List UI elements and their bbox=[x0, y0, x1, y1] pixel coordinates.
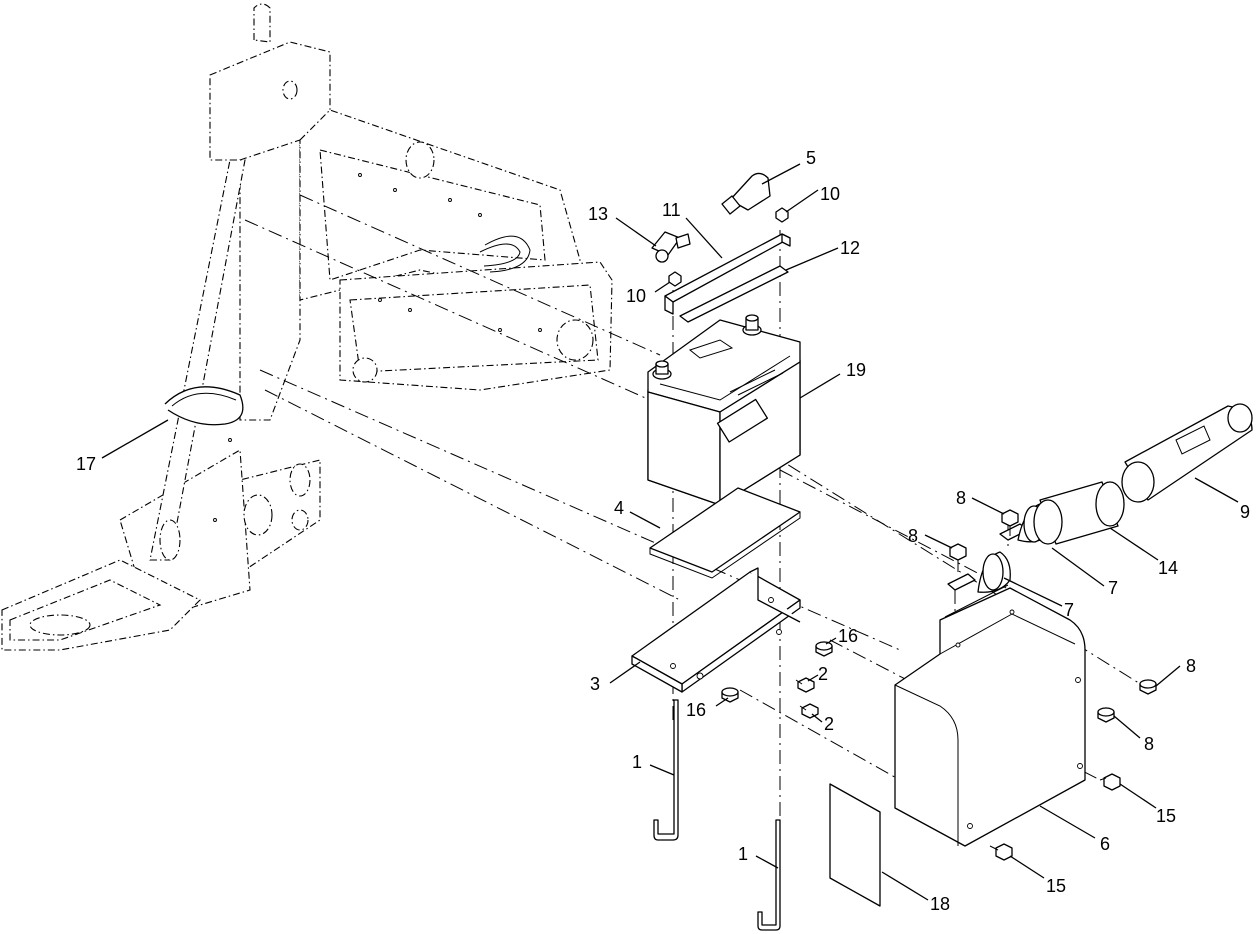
callout-label: 7 bbox=[1108, 578, 1118, 598]
battery bbox=[647, 314, 801, 506]
bolt-8-clamp-lower bbox=[949, 543, 967, 572]
callout-label: 10 bbox=[626, 286, 646, 306]
decal-card bbox=[829, 783, 881, 907]
callout-label: 8 bbox=[1144, 734, 1154, 754]
callout-label: 18 bbox=[930, 894, 950, 914]
nut-left bbox=[668, 271, 682, 287]
callout-label: 5 bbox=[806, 148, 816, 168]
cable-sleeve bbox=[1033, 481, 1125, 545]
callout-label: 9 bbox=[1240, 502, 1250, 522]
terminal-boot bbox=[1121, 403, 1253, 503]
battery-cover bbox=[894, 584, 1086, 847]
bolt-15-upper bbox=[1099, 773, 1121, 791]
callout-label: 8 bbox=[1186, 656, 1196, 676]
callout-label: 8 bbox=[956, 488, 966, 508]
callout-label: 19 bbox=[846, 360, 866, 380]
callout-label: 6 bbox=[1100, 834, 1110, 854]
j-bolt-right bbox=[757, 819, 781, 931]
hold-down-bar bbox=[664, 233, 791, 315]
bolt-8-clamp-upper bbox=[1001, 509, 1019, 536]
terminal-cover bbox=[721, 172, 771, 215]
frame-ghost bbox=[1, 3, 613, 651]
callout-label: 16 bbox=[838, 626, 858, 646]
callout-label: 14 bbox=[1158, 558, 1178, 578]
callout-label: 3 bbox=[590, 674, 600, 694]
bolt-15-lower bbox=[989, 843, 1013, 861]
callout-label: 2 bbox=[818, 664, 828, 684]
battery-cable-clamp bbox=[651, 231, 691, 263]
callout-label: 15 bbox=[1156, 806, 1176, 826]
callout-label: 2 bbox=[824, 714, 834, 734]
hold-down-pad bbox=[679, 265, 789, 323]
callout-label: 10 bbox=[820, 184, 840, 204]
bolt-16-lower bbox=[721, 687, 739, 703]
callout-label: 15 bbox=[1046, 876, 1066, 896]
callout-label: 4 bbox=[614, 498, 624, 518]
bolt-8-right-upper bbox=[1139, 679, 1157, 695]
callout-label: 1 bbox=[738, 844, 748, 864]
battery-pad bbox=[649, 487, 801, 579]
j-bolt-left bbox=[653, 699, 679, 841]
callout-label: 7 bbox=[1064, 600, 1074, 620]
battery-tray bbox=[631, 567, 801, 693]
callout-labels: 1 1 2 2 3 4 5 6 7 7 8 8 8 8 9 10 10 11 1… bbox=[76, 148, 1250, 914]
callout-label: 13 bbox=[588, 204, 608, 224]
callout-label: 1 bbox=[632, 752, 642, 772]
retaining-band bbox=[164, 386, 244, 426]
callout-label: 8 bbox=[908, 526, 918, 546]
callout-label: 17 bbox=[76, 454, 96, 474]
callout-label: 12 bbox=[840, 238, 860, 258]
nut-top-right bbox=[775, 207, 789, 223]
bolt-16-upper bbox=[815, 641, 833, 657]
callout-label: 16 bbox=[686, 700, 706, 720]
leader-lines bbox=[101, 163, 1239, 901]
bolt-2-upper bbox=[795, 677, 815, 693]
bolt-2-lower bbox=[799, 703, 819, 719]
cable-clamp-lower bbox=[947, 551, 1011, 593]
callout-label: 11 bbox=[662, 200, 681, 220]
bolt-8-right-lower bbox=[1097, 707, 1115, 723]
